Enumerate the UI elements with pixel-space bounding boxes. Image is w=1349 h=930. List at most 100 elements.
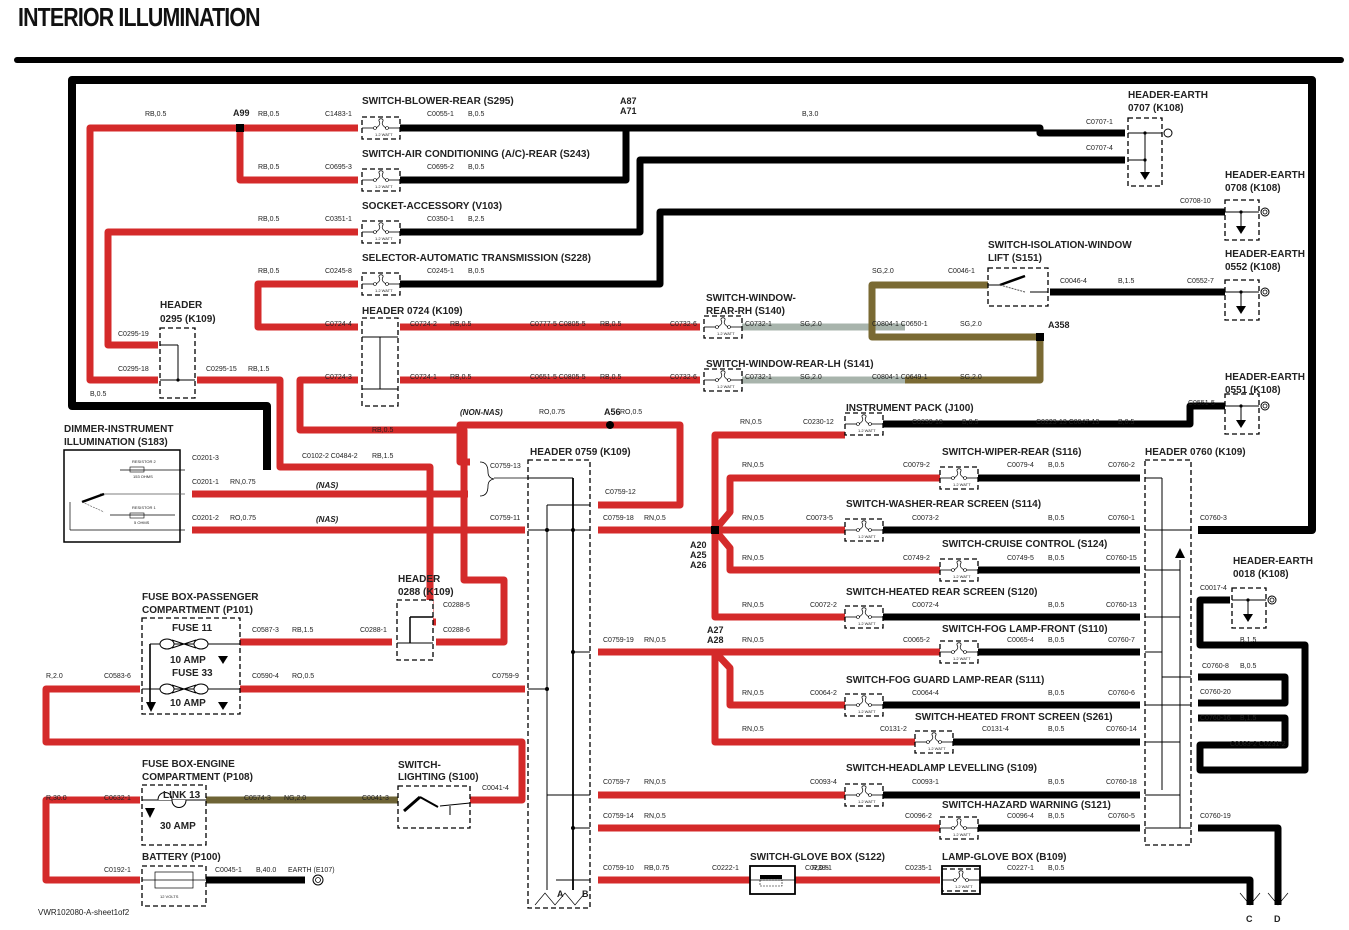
label-h0759: HEADER 0759 (K109) xyxy=(530,447,631,458)
w35-label: RN,0.5 xyxy=(742,515,764,522)
header-0724[interactable] xyxy=(361,317,399,407)
label-s183-1: DIMMER-INSTRUMENT xyxy=(64,424,173,435)
notes: (NON-NAS) (NAS) (NAS) A B C D xyxy=(316,408,1281,924)
label-he0552-2: 0552 (K108) xyxy=(1225,262,1281,273)
w21-label: RB,1.5 xyxy=(248,366,270,373)
splice-a26: A26 xyxy=(690,560,707,570)
w55-label: RB,1.5 xyxy=(292,627,314,634)
w41-label: RN,0.5 xyxy=(644,637,666,644)
switch-fog-lamp-front[interactable] xyxy=(939,640,979,664)
label-he0707-1: HEADER-EARTH xyxy=(1128,90,1208,101)
switch-washer-rear-screen[interactable] xyxy=(844,518,884,542)
switch-cruise-control[interactable] xyxy=(939,558,979,582)
label-he0708-1: HEADER-EARTH xyxy=(1225,170,1305,181)
c0552-7-label: C0552-7 xyxy=(1187,278,1214,285)
switch-glove-box[interactable] xyxy=(749,865,796,895)
c0707-1-label: C0707-1 xyxy=(1086,119,1113,126)
switch-heated-rear-screen[interactable] xyxy=(844,605,884,629)
c0707-4-label: C0707-4 xyxy=(1086,145,1113,152)
label-link13: LINK 13 xyxy=(163,790,201,801)
c0759-14-label: C0759-14 xyxy=(603,813,634,820)
document-reference: VWR102080-A-sheet1of2 xyxy=(38,908,130,917)
fuse-box-passenger[interactable] xyxy=(141,617,241,715)
w4-label: RB,0.5 xyxy=(258,216,280,223)
label-fuse33: FUSE 33 xyxy=(172,668,213,679)
label-s141: SWITCH-WINDOW-REAR-LH (S141) xyxy=(706,359,874,370)
w15-label: SG,2.0 xyxy=(800,321,822,328)
w48-label: RN,0.5 xyxy=(644,779,666,786)
label-s151-1: SWITCH-ISOLATION-WINDOW xyxy=(988,240,1132,251)
socket-accessory[interactable] xyxy=(361,220,401,244)
c0065-2-label: C0065-2 xyxy=(903,637,930,644)
c0073-2-label: C0073-2 xyxy=(912,515,939,522)
label-j100: INSTRUMENT PACK (J100) xyxy=(846,403,974,414)
splice-points xyxy=(236,124,1044,534)
c0732-1a-label: C0732-1 xyxy=(745,321,772,328)
label-s114: SWITCH-WASHER-REAR SCREEN (S114) xyxy=(846,499,1041,510)
label-s124: SWITCH-CRUISE CONTROL (S124) xyxy=(942,539,1107,550)
c0632-1-label: C0632-1 xyxy=(104,795,131,802)
header-0295[interactable] xyxy=(159,327,196,399)
c0072-4-label: C0072-4 xyxy=(912,602,939,609)
label-fuse11-rating: 10 AMP xyxy=(170,655,206,666)
splice-a99: A99 xyxy=(233,108,250,118)
wire-s243-out xyxy=(400,128,630,184)
c0749-2-label: C0749-2 xyxy=(903,555,930,562)
switch-wiper-rear[interactable] xyxy=(939,466,979,490)
label-e107: EARTH (E107) xyxy=(288,867,335,874)
switch-window-rear-rh[interactable] xyxy=(703,315,743,339)
w47-label: B,0.5 xyxy=(1048,726,1064,733)
w5-label: RB,0.5 xyxy=(258,268,280,275)
c0759-19-label: C0759-19 xyxy=(603,637,634,644)
header-0760[interactable] xyxy=(1144,459,1192,846)
c0760-19-label: C0760-19 xyxy=(1200,813,1231,820)
connector-d: D xyxy=(1274,914,1281,924)
label-resistor1: RESISTOR 1 xyxy=(132,505,156,510)
label-s100-1: SWITCH- xyxy=(398,760,441,771)
fuse-box-engine[interactable] xyxy=(141,784,207,846)
selector-auto-transmission[interactable] xyxy=(361,272,401,296)
switch-hazard-warning[interactable] xyxy=(939,816,979,840)
header-earth-0018[interactable] xyxy=(1231,587,1277,629)
switch-fog-guard-lamp-rear[interactable] xyxy=(844,693,884,717)
switch-window-rear-lh[interactable] xyxy=(703,368,743,392)
w7-label: B,0.5 xyxy=(468,164,484,171)
c0201-3-label: C0201-3 xyxy=(192,455,219,462)
header-0288[interactable] xyxy=(396,599,434,661)
label-v103: SOCKET-ACCESSORY (V103) xyxy=(362,201,502,212)
label-p101-1: FUSE BOX-PASSENGER xyxy=(142,592,259,603)
lamp-glove-box[interactable] xyxy=(941,865,981,895)
switch-ac-rear[interactable] xyxy=(361,168,401,192)
dimmer-instrument-illumination[interactable] xyxy=(63,449,185,543)
label-h0288-2: 0288 (K109) xyxy=(398,587,454,598)
instrument-pack[interactable] xyxy=(844,412,884,436)
c0288-5-label: C0288-5 xyxy=(443,602,470,609)
w58-label: R,30.0 xyxy=(46,795,67,802)
w50-label: RN,0.5 xyxy=(644,813,666,820)
header-earth-0708[interactable] xyxy=(1224,199,1270,241)
label-s183-2: ILLUMINATION (S183) xyxy=(64,437,168,448)
label-s122: SWITCH-GLOVE BOX (S122) xyxy=(750,852,885,863)
label-he0551-1: HEADER-EARTH xyxy=(1225,372,1305,383)
switch-isolation-window-lift[interactable] xyxy=(987,267,1049,307)
c0096-2-label: C0096-2 xyxy=(905,813,932,820)
w36-label: B,0.5 xyxy=(1048,515,1064,522)
header-earth-0707[interactable] xyxy=(1127,117,1173,187)
c0724-2-label: C0724-2 xyxy=(410,321,437,328)
switch-blower-rear[interactable] xyxy=(361,116,401,140)
header-0759[interactable] xyxy=(527,459,591,909)
c0227-1-label: C0227-1 xyxy=(1007,865,1034,872)
c0804-1a-label: C0804-1 C0650-1 xyxy=(872,321,928,328)
w16-label: SG,2.0 xyxy=(800,374,822,381)
switch-lighting[interactable] xyxy=(397,785,471,829)
nas-brace xyxy=(479,461,495,497)
c0046-1-label: C0046-1 xyxy=(948,268,975,275)
w51-label: B,0.5 xyxy=(1048,813,1064,820)
battery[interactable] xyxy=(141,865,207,907)
switch-headlamp-levelling[interactable] xyxy=(844,783,884,807)
switch-heated-front-screen[interactable] xyxy=(914,730,954,754)
header-earth-0552[interactable] xyxy=(1224,279,1270,321)
c0131-2-label: C0131-2 xyxy=(880,726,907,733)
w37-label: RN,0.5 xyxy=(742,555,764,562)
header-earth-0551[interactable] xyxy=(1224,393,1270,435)
